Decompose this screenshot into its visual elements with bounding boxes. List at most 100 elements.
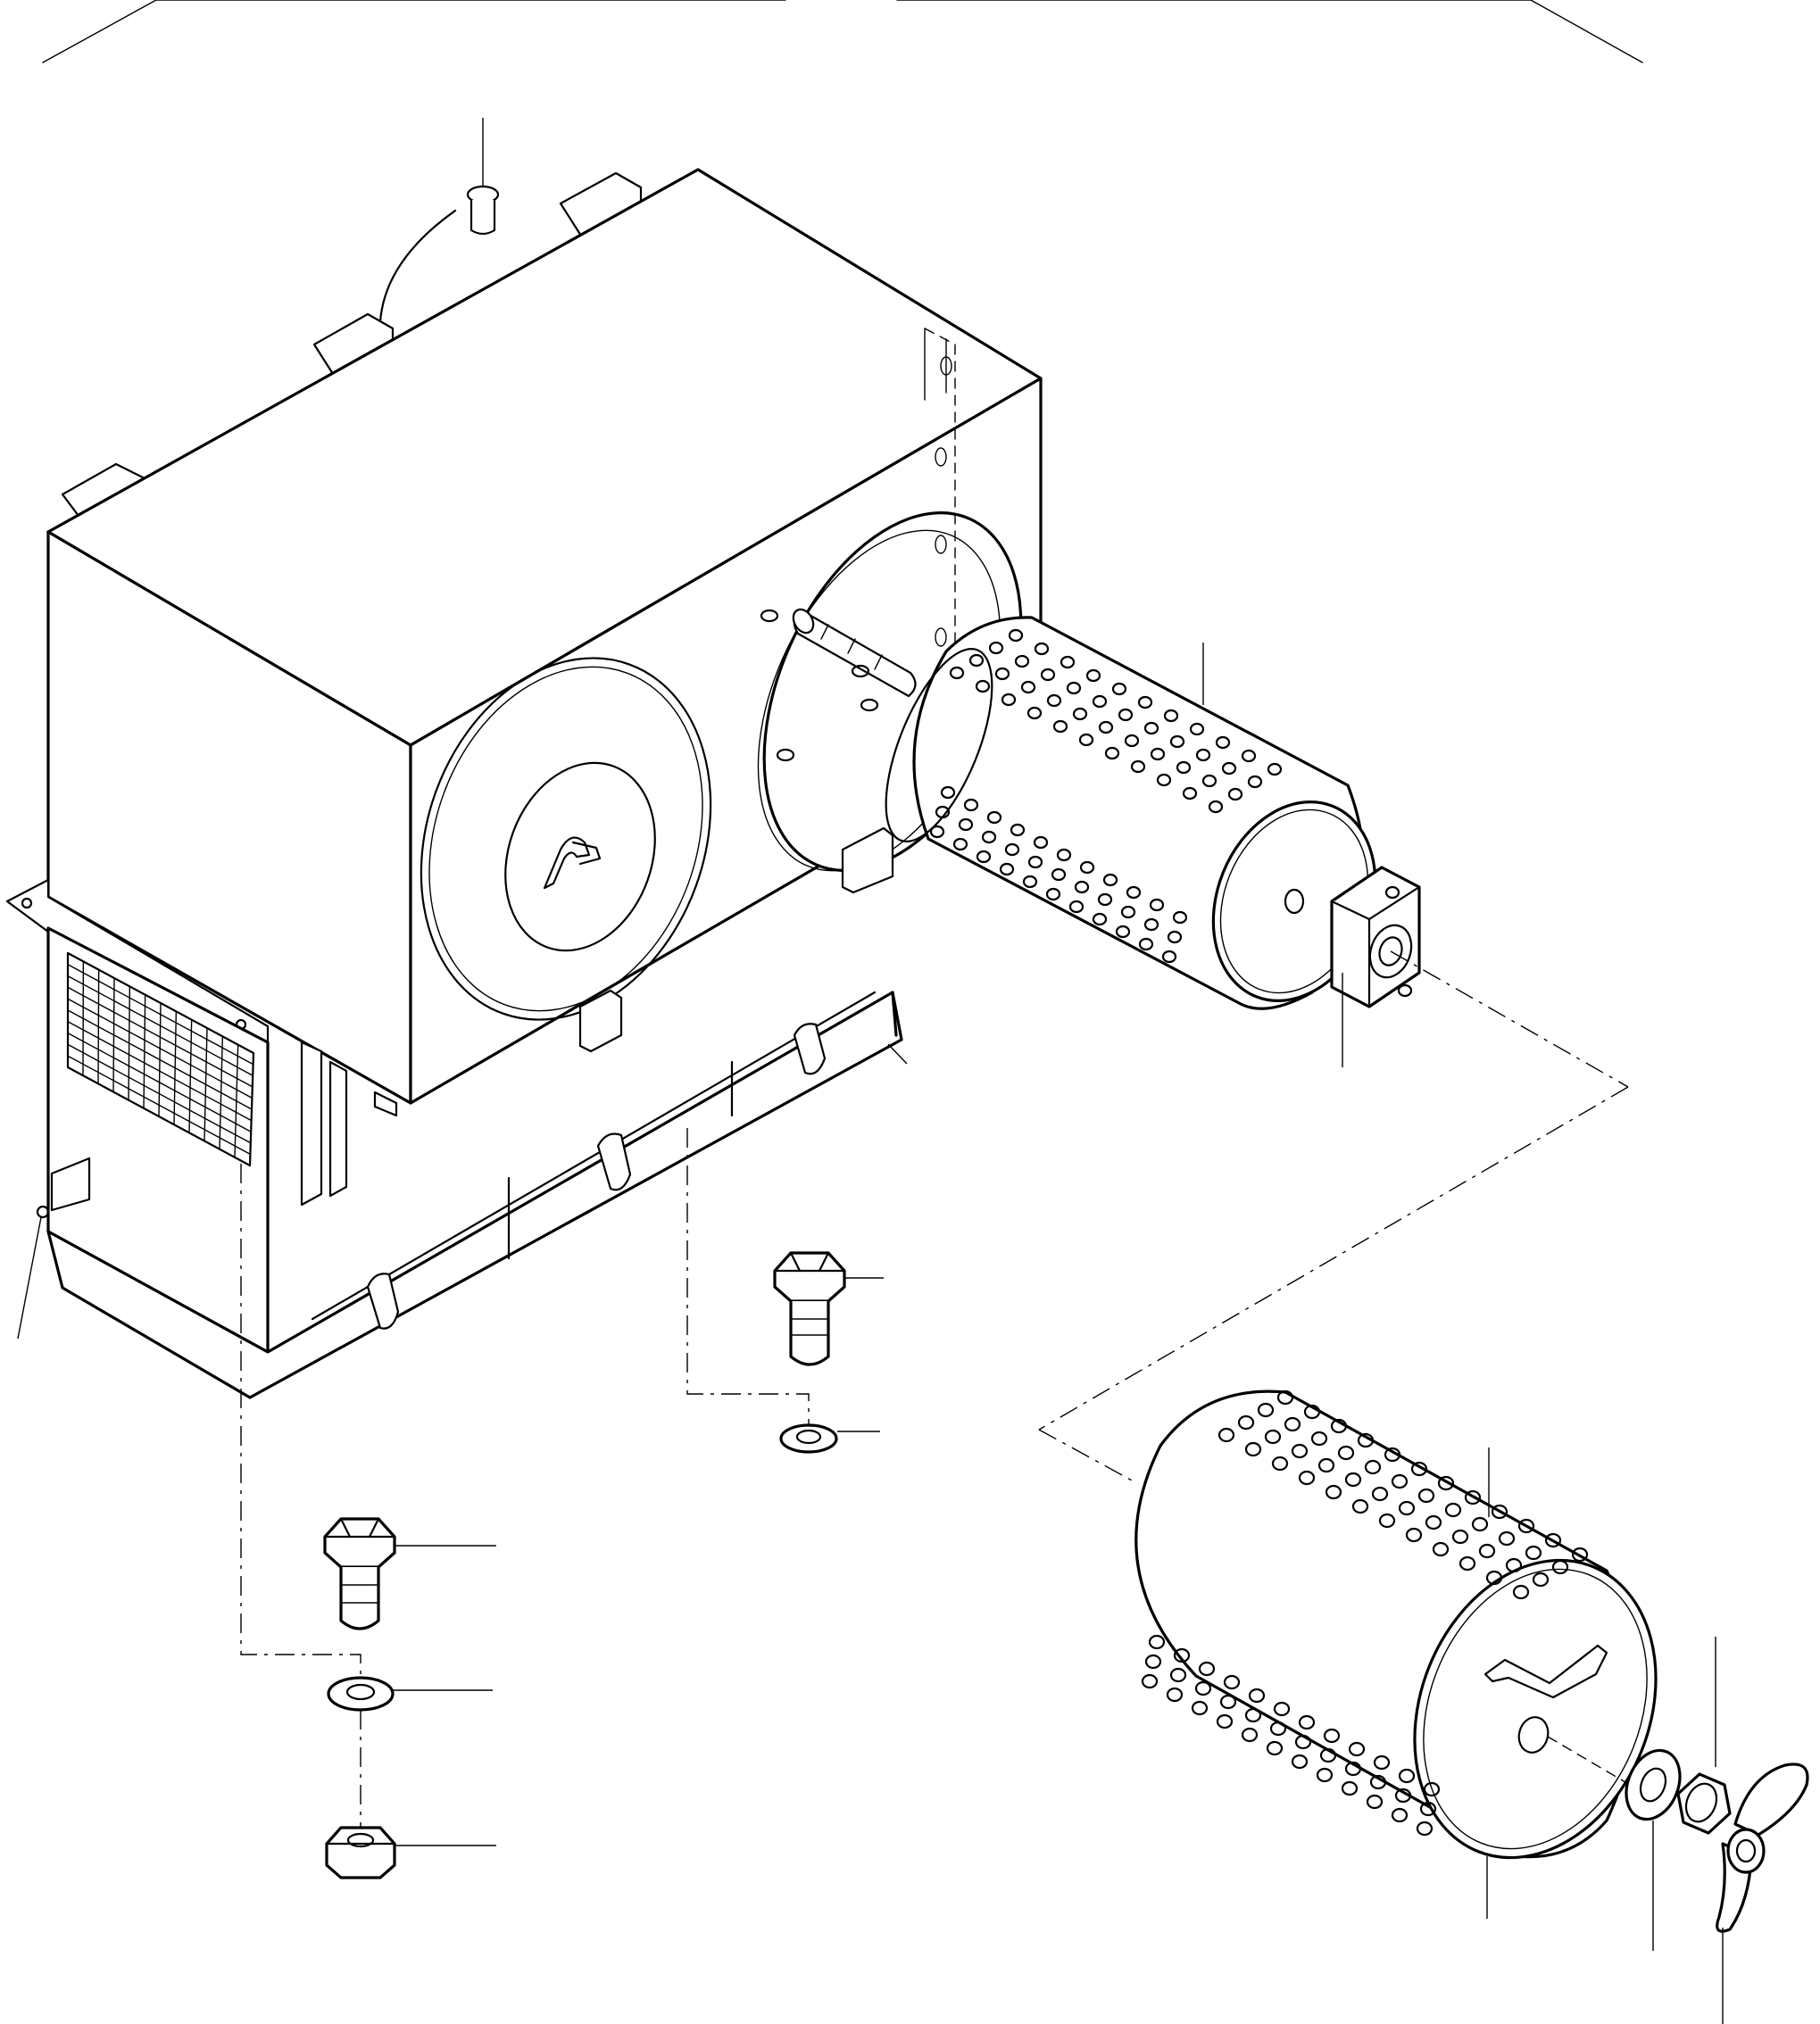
perforation-hole — [1201, 774, 1217, 788]
vent-grille — [66, 951, 255, 1167]
perforation-hole — [1458, 1555, 1476, 1572]
perforation-hole — [1571, 1547, 1589, 1563]
perforation-hole — [940, 785, 956, 800]
perforation-hole — [1276, 1389, 1294, 1406]
perforation-hole — [1337, 1445, 1355, 1461]
perforation-hole — [1144, 1654, 1162, 1670]
perforation-hole — [1394, 1788, 1412, 1804]
perforation-hole — [1417, 1488, 1435, 1504]
perforation-hole — [1384, 1447, 1401, 1463]
perforation-hole — [1294, 1734, 1312, 1750]
perforation-hole — [1022, 875, 1038, 889]
perforation-hole — [1371, 1486, 1389, 1502]
perforation-hole — [1141, 1673, 1159, 1689]
large-perforated-drum — [1134, 1389, 1658, 1919]
perforation-hole — [1485, 1570, 1503, 1586]
grille-bar — [67, 1032, 252, 1132]
perforation-hole — [1014, 654, 1030, 668]
perforation-hole — [1010, 823, 1026, 837]
perforation-hole — [1491, 1504, 1508, 1520]
perforation-hole — [1425, 1514, 1442, 1530]
perforation-hole — [935, 805, 951, 819]
perforation-hole — [1525, 1545, 1542, 1561]
perforation-hole — [1085, 668, 1101, 683]
perforation-hole — [1156, 773, 1172, 787]
perforation-hole — [1551, 1559, 1569, 1575]
grille-bar — [67, 998, 253, 1099]
grille-bar — [67, 1021, 253, 1122]
perforation-hole — [1273, 1701, 1291, 1717]
perforation-hole — [1166, 1687, 1184, 1703]
perforation-hole — [1437, 1475, 1455, 1491]
perforation-hole — [1269, 1721, 1287, 1737]
perforation-hole — [1046, 693, 1062, 708]
perforation-hole — [1241, 1727, 1259, 1743]
perforation-hole — [988, 641, 1004, 655]
perforation-hole — [1033, 835, 1049, 850]
perforation-hole — [929, 825, 945, 839]
perforation-hole — [1040, 668, 1056, 682]
perforation-hole — [1471, 1516, 1489, 1532]
perforation-hole — [1124, 734, 1140, 748]
perforation-hole — [1398, 1500, 1416, 1516]
perforation-hole — [1104, 746, 1120, 760]
grille-bar — [67, 986, 253, 1088]
perforation-hole — [1150, 747, 1166, 761]
perforation-hole — [1111, 682, 1127, 696]
perforation-hole — [1198, 1661, 1216, 1677]
perforation-hole — [1092, 912, 1108, 926]
perforation-hole — [1291, 1443, 1309, 1459]
perforation-hole — [1126, 885, 1142, 900]
perforation-hole — [1078, 733, 1094, 747]
perforation-hole — [1001, 693, 1017, 707]
perforation-hole — [1419, 1801, 1437, 1817]
perforation-hole — [1416, 1821, 1434, 1837]
grille-bar — [67, 964, 254, 1066]
perforation-hole — [1149, 898, 1165, 912]
perforation-hole — [1498, 1530, 1516, 1547]
perforation-hole — [1143, 721, 1159, 735]
perforation-hole — [1060, 655, 1076, 669]
perforation-hole — [1325, 1484, 1342, 1500]
perforation-hole — [1208, 800, 1224, 814]
perforation-hole — [1303, 1404, 1321, 1420]
perforation-hole — [1267, 762, 1283, 776]
perforation-hole — [1323, 1728, 1341, 1744]
perforation-hole — [1169, 734, 1185, 749]
perforation-hole — [1264, 1429, 1282, 1445]
perforation-hole — [1423, 1781, 1441, 1797]
perforation-hole — [1163, 709, 1179, 723]
perforation-hole — [1432, 1541, 1450, 1557]
perforation-hole — [1266, 1740, 1284, 1756]
perforation-hole — [1398, 1768, 1416, 1784]
perforation-hole — [1161, 950, 1177, 964]
perforation-hole — [1191, 1700, 1209, 1716]
perforation-hole — [1244, 1707, 1262, 1723]
perforation-hole — [1138, 937, 1154, 951]
perforation-hole — [1020, 680, 1036, 694]
perforation-hole — [1137, 695, 1153, 709]
frame-corner-marks — [42, 0, 1643, 63]
perforation-hole — [1215, 735, 1231, 750]
perforation-hole — [1271, 1456, 1289, 1472]
perforation-hole — [1391, 1473, 1409, 1489]
perforation-hole — [1221, 761, 1237, 776]
perforation-hole — [994, 667, 1010, 681]
perforation-hole — [1378, 1513, 1396, 1529]
perforation-hole — [1098, 720, 1114, 734]
perforation-hole — [1120, 905, 1136, 919]
perforation-hole — [1034, 642, 1050, 656]
perforation-hole — [1004, 842, 1020, 857]
perforation-hole — [1097, 892, 1113, 907]
perforation-hole — [1092, 694, 1108, 709]
perforation-hole — [986, 810, 1002, 825]
perforation-hole — [1045, 887, 1061, 901]
perforation-hole — [1169, 1667, 1187, 1683]
perforation-hole — [1451, 1529, 1469, 1545]
perforation-hole — [949, 666, 965, 680]
perforation-hole — [1227, 787, 1243, 801]
perforation-hole — [1241, 749, 1257, 763]
perforation-hole — [1066, 681, 1082, 695]
perforation-hole — [1291, 1754, 1309, 1770]
